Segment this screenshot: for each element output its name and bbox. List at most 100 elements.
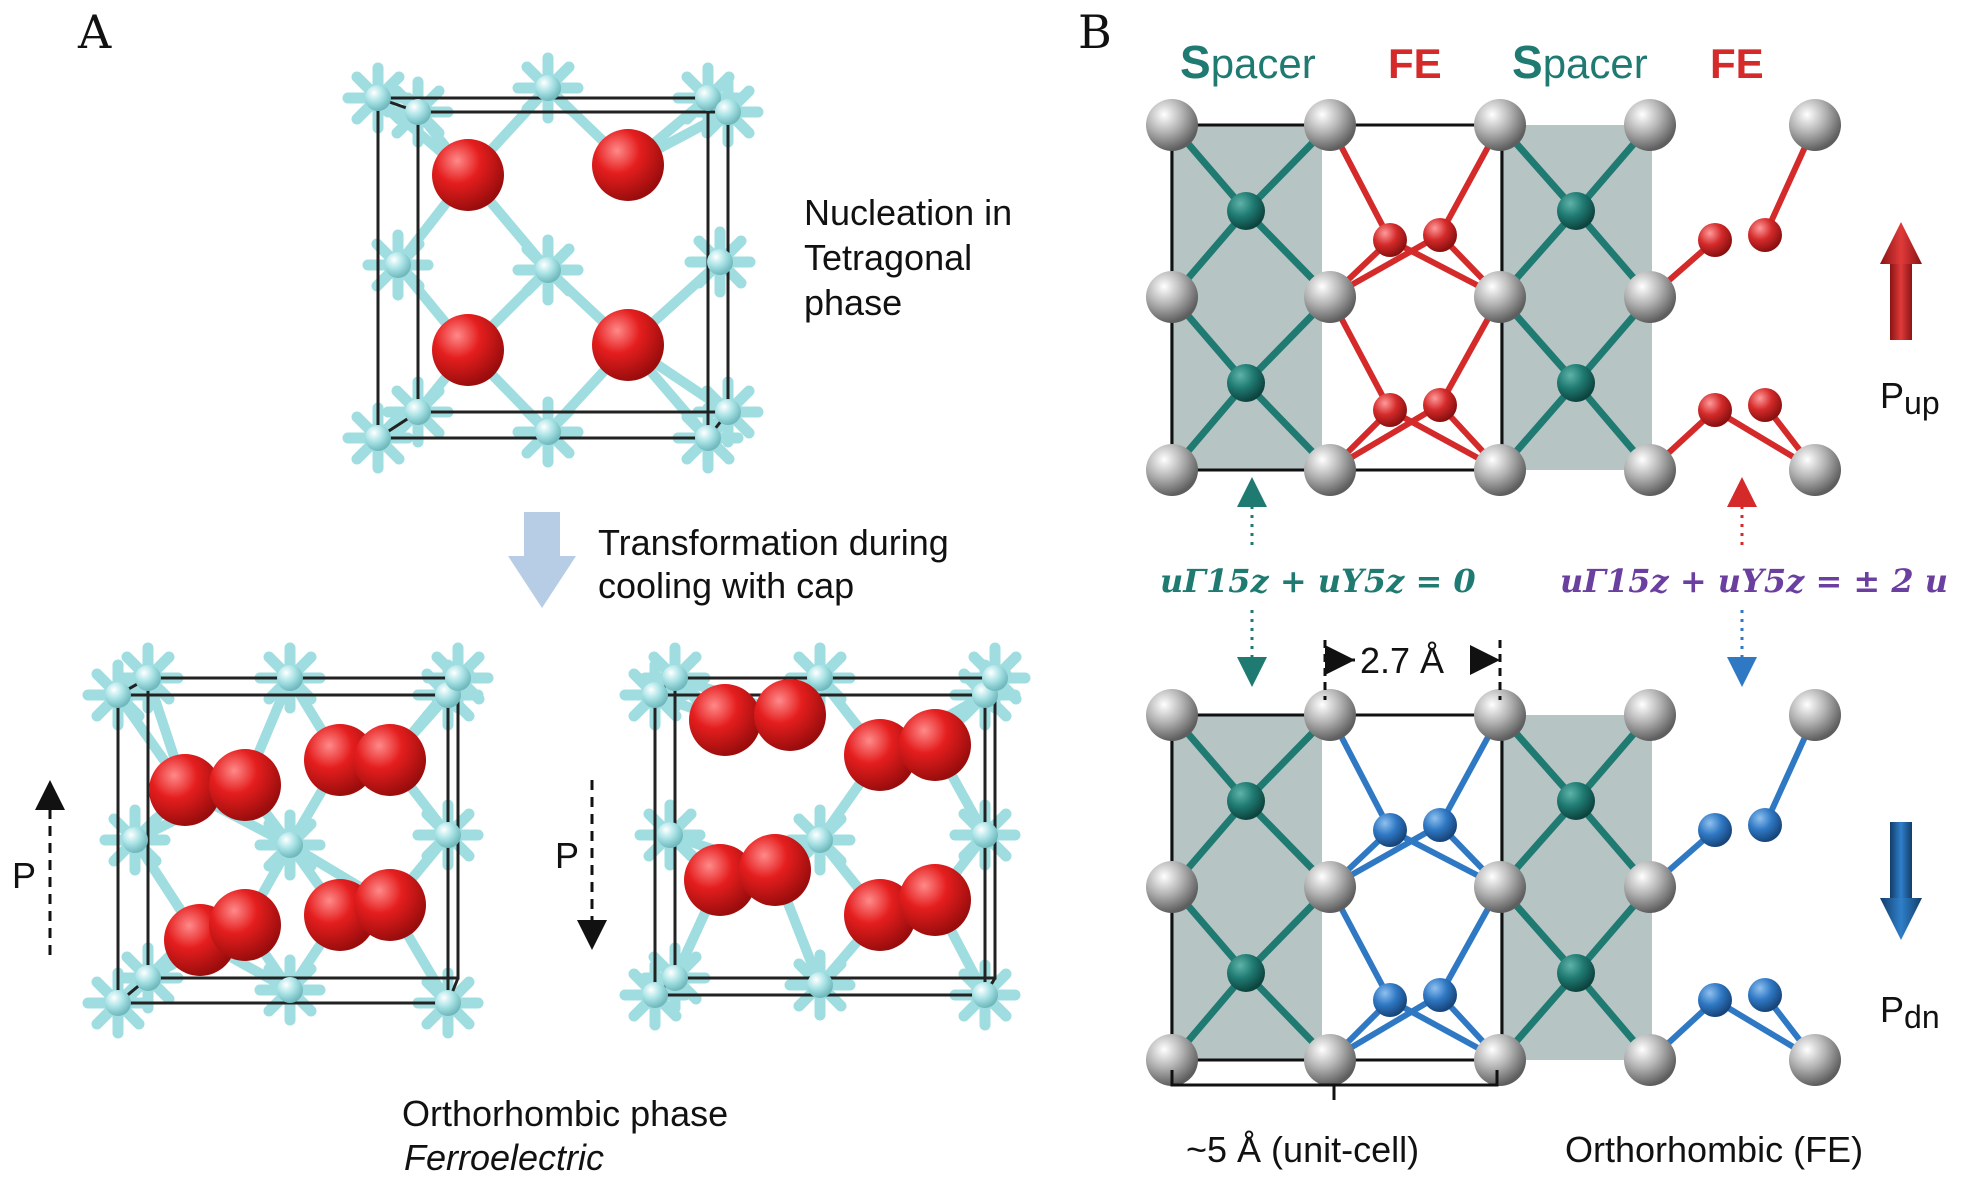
hafnium-atom bbox=[695, 85, 721, 111]
oxygen-atom bbox=[684, 844, 756, 916]
gray-atom bbox=[1146, 271, 1198, 323]
gray-atom bbox=[1624, 1034, 1676, 1086]
spacer-atom bbox=[1557, 364, 1595, 402]
p-dn-label: Pdn bbox=[1880, 989, 1940, 1035]
oxygen-atom bbox=[304, 724, 376, 796]
p-dn-arrow bbox=[1880, 822, 1922, 940]
hafnium-atom bbox=[982, 665, 1008, 691]
oxygen-atom bbox=[354, 724, 426, 796]
gray-atom bbox=[1146, 99, 1198, 151]
fe-atom bbox=[1698, 983, 1732, 1017]
oxygen-atom bbox=[899, 709, 971, 781]
nucleation-line-3: phase bbox=[804, 282, 902, 323]
hafnium-atom bbox=[385, 252, 411, 278]
fe-header-2: FE bbox=[1710, 40, 1764, 87]
spacer-header-2: Spacer bbox=[1512, 36, 1648, 88]
gray-atom bbox=[1474, 444, 1526, 496]
orthorhombic-phase-label: Orthorhombic phase bbox=[402, 1093, 728, 1134]
gray-atom bbox=[1304, 861, 1356, 913]
hafnium-atom bbox=[405, 399, 431, 425]
hafnium-atom bbox=[972, 822, 998, 848]
fe-atom bbox=[1698, 223, 1732, 257]
hafnium-atom bbox=[405, 99, 431, 125]
hafnium-atom bbox=[277, 977, 303, 1003]
gray-atom bbox=[1474, 99, 1526, 151]
spacer-atom bbox=[1227, 782, 1265, 820]
gray-atom bbox=[1624, 271, 1676, 323]
spacer-header-1: Spacer bbox=[1180, 36, 1316, 88]
fe-atom bbox=[1698, 393, 1732, 427]
fe-atom bbox=[1748, 978, 1782, 1012]
hafnium-atom bbox=[277, 665, 303, 691]
orthorhombic-fe-label: Orthorhombic (FE) bbox=[1565, 1129, 1863, 1170]
gray-atom bbox=[1146, 689, 1198, 741]
hafnium-atom bbox=[642, 982, 668, 1008]
oxygen-atom bbox=[209, 749, 281, 821]
nucleation-line-2: Tetragonal bbox=[804, 237, 972, 278]
fe-atom bbox=[1423, 978, 1457, 1012]
hafnium-atom bbox=[435, 990, 461, 1016]
fe-atom bbox=[1748, 218, 1782, 252]
gray-atom bbox=[1474, 689, 1526, 741]
fe-header-1: FE bbox=[1388, 40, 1442, 87]
hafnium-atom bbox=[695, 425, 721, 451]
hafnium-atom bbox=[535, 75, 561, 101]
unit-cell-label: ~5 Å (unit-cell) bbox=[1186, 1129, 1419, 1170]
gray-atom bbox=[1304, 689, 1356, 741]
gray-atom bbox=[1624, 861, 1676, 913]
hafnium-atom bbox=[122, 827, 148, 853]
fe-atom bbox=[1373, 983, 1407, 1017]
hafnium-atom bbox=[445, 665, 471, 691]
transformation-line-1: Transformation during bbox=[598, 522, 949, 563]
oxygen-atom bbox=[844, 719, 916, 791]
hafnium-atom bbox=[807, 972, 833, 998]
oxygen-atom bbox=[149, 754, 221, 826]
fe-atom bbox=[1423, 218, 1457, 252]
gray-atom bbox=[1304, 444, 1356, 496]
spacer-atom bbox=[1557, 954, 1595, 992]
hafnium-atom bbox=[642, 682, 668, 708]
orthorhombic-crystal-down bbox=[619, 642, 1031, 1031]
hafnium-atom bbox=[972, 982, 998, 1008]
gray-atom bbox=[1304, 271, 1356, 323]
transformation-line-2: cooling with cap bbox=[598, 565, 854, 606]
hafnium-atom bbox=[807, 665, 833, 691]
hafnium-atom bbox=[105, 990, 131, 1016]
panel-a-label: A bbox=[77, 5, 112, 59]
tetragonal-crystal bbox=[342, 52, 764, 474]
hafnium-atom bbox=[435, 822, 461, 848]
spacer-atom bbox=[1227, 192, 1265, 230]
gray-atom bbox=[1146, 444, 1198, 496]
p-up-label: Pup bbox=[1880, 375, 1940, 421]
p-label-left: P bbox=[12, 855, 36, 896]
orthorhombic-crystal-up bbox=[82, 642, 494, 1039]
gray-atom bbox=[1474, 1034, 1526, 1086]
fe-atom bbox=[1423, 808, 1457, 842]
oxygen-atom bbox=[432, 314, 504, 386]
hafnium-atom bbox=[105, 682, 131, 708]
gray-atom bbox=[1789, 1034, 1841, 1086]
hafnium-atom bbox=[662, 965, 688, 991]
hafnium-atom bbox=[715, 99, 741, 125]
hafnium-atom bbox=[715, 399, 741, 425]
equation-fe: uΓ15z + uY5z = ± 2 u bbox=[1560, 562, 1948, 600]
gray-atom bbox=[1624, 444, 1676, 496]
oxygen-atom bbox=[432, 139, 504, 211]
p-up-arrow bbox=[1880, 222, 1922, 340]
oxygen-atom bbox=[754, 679, 826, 751]
oxygen-atom bbox=[592, 129, 664, 201]
hafnium-atom bbox=[662, 665, 688, 691]
gray-atom bbox=[1789, 689, 1841, 741]
spacer-atom bbox=[1557, 192, 1595, 230]
equation-spacer: uΓ15z + uY5z = 0 bbox=[1160, 562, 1476, 600]
gray-atom bbox=[1146, 1034, 1198, 1086]
hafnium-atom bbox=[365, 85, 391, 111]
hafnium-atom bbox=[807, 827, 833, 853]
hafnium-atom bbox=[277, 832, 303, 858]
panel-b-atoms bbox=[1146, 99, 1841, 1086]
hafnium-atom bbox=[135, 965, 161, 991]
oxygen-atom bbox=[899, 864, 971, 936]
hafnium-atom bbox=[535, 419, 561, 445]
gray-atom bbox=[1624, 99, 1676, 151]
